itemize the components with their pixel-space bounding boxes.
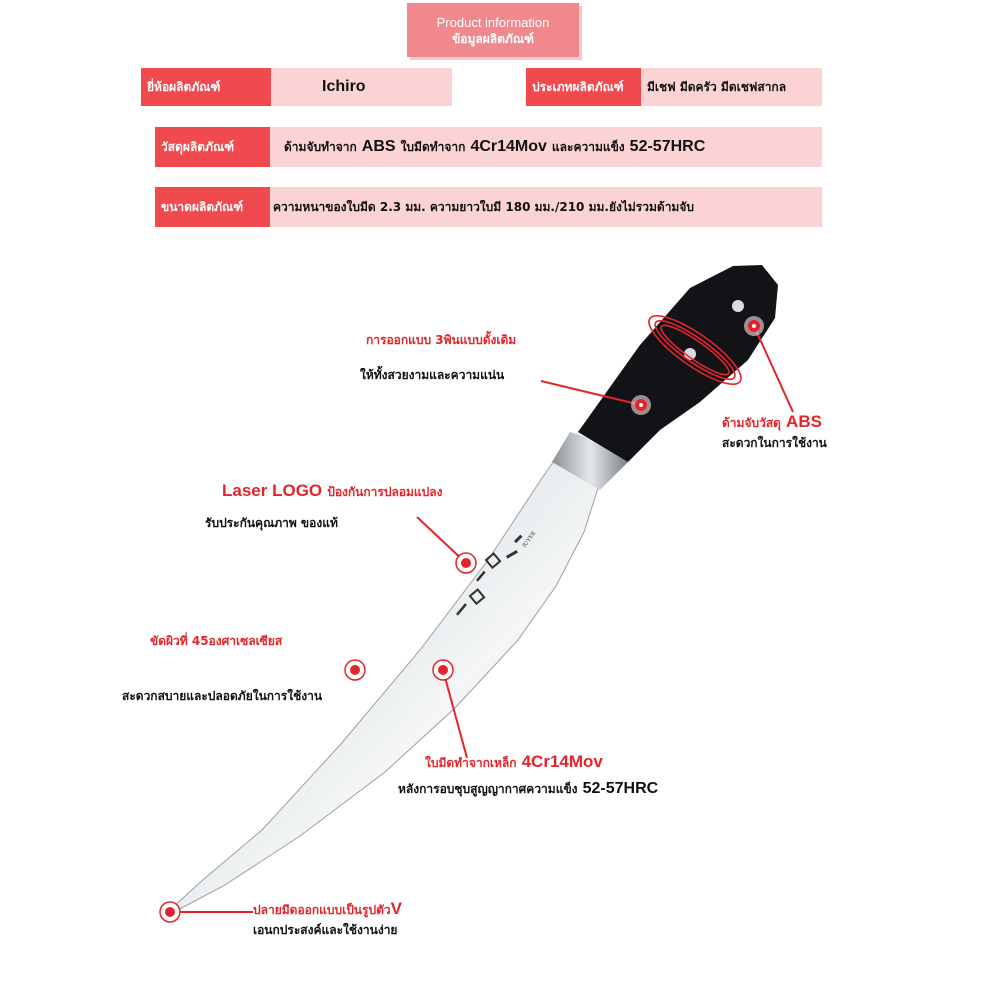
callout-rivets-title: การออกแบบ 3พินแบบดั้งเดิม — [366, 333, 517, 347]
callout-polish: ขัดผิวที่ 45องศาเซลเซียส — [150, 631, 282, 651]
callout-blade-title: ใบมีดทำจากเหล็ก — [425, 756, 517, 770]
callout-blade-desc-wrap: หลังการอบชุบสูญญากาศความแข็ง 52-57HRC — [398, 778, 658, 799]
callout-leaders — [172, 325, 794, 913]
callout-handle-desc: สะดวกในการใช้งาน — [722, 436, 827, 450]
callout-handle-title-en: ABS — [786, 412, 822, 431]
header-title-th: ข้อมูลผลิตภัณฑ์ — [452, 32, 534, 46]
handle-swirl-lines — [648, 315, 742, 385]
callout-blade-title-en: 4Cr14Mov — [521, 752, 603, 771]
handle-rivet — [684, 348, 696, 360]
material-value: ด้ามจับทำจาก ABS ใบมีดทำจาก 4Cr14Mov และ… — [270, 127, 822, 167]
knife-handle — [578, 265, 778, 462]
callout-polish-desc: สะดวกสบายและปลอดภัยในการใช้งาน — [122, 689, 323, 703]
callout-tip-title-en: V — [390, 899, 402, 918]
marker-handle-rivet — [631, 395, 651, 415]
callout-logo: Laser LOGO ป้องกันการปลอมแปลง — [222, 481, 443, 502]
material-part1: ด้ามจับทำจาก — [284, 139, 357, 154]
callout-blade: ใบมีดทำจากเหล็ก 4Cr14Mov — [425, 752, 603, 773]
callout-polish-desc-wrap: สะดวกสบายและปลอดภัยในการใช้งาน — [122, 686, 322, 706]
marker-polish — [344, 659, 366, 681]
material-label: วัสดุผลิตภัณฑ์ — [155, 127, 270, 167]
callout-tip-desc: เอนกประสงค์และใช้งานง่าย — [253, 923, 398, 937]
size-label: ขนาดผลิตภัณฑ์ — [155, 187, 270, 227]
material-hrc: 52-57HRC — [629, 138, 706, 155]
size-value: ความหนาของใบมีด 2.3 มม. ความยาวใบมี 180 … — [270, 187, 822, 227]
brand-value: Ichiro — [271, 68, 452, 106]
material-part3: และความแข็ง — [551, 139, 625, 154]
callout-tip: ปลายมีดออกแบบเป็นรูปตัวV เอนกประสงค์และใ… — [253, 899, 402, 940]
callout-logo-desc: รับประกันคุณภาพ ของแท้ — [205, 516, 338, 530]
product-info-header: Product information ข้อมูลผลิตภัณฑ์ — [407, 3, 579, 57]
handle-rivet — [732, 300, 744, 312]
callout-logo-title-th: ป้องกันการปลอมแปลง — [327, 485, 443, 499]
callout-rivets-desc: ให้ทั้งสวยงามและความแน่น — [360, 368, 505, 382]
marker-logo — [455, 552, 477, 574]
material-steel: 4Cr14Mov — [470, 138, 547, 155]
callout-rivets: การออกแบบ 3พินแบบดั้งเดิม — [366, 330, 516, 350]
type-label: ประเภทผลิตภัณฑ์ — [526, 68, 641, 106]
callout-blade-desc: หลังการอบชุบสูญญากาศความแข็ง — [398, 782, 578, 796]
callout-logo-title-en: Laser LOGO — [222, 481, 323, 500]
marker-handle-abs — [744, 316, 764, 336]
callout-rivets-desc-wrap: ให้ทั้งสวยงามและความแน่น — [360, 365, 504, 385]
type-value: มีเชฟ มีดครัว มีดเชฟสากล — [641, 68, 822, 106]
marker-blade — [432, 659, 454, 681]
brand-label: ยี่ห้อผลิตภัณฑ์ — [141, 68, 271, 106]
callout-polish-title: ขัดผิวที่ 45องศาเซลเซียส — [150, 634, 283, 648]
brand-value-text: Ichiro — [322, 78, 366, 95]
callout-blade-desc-en: 52-57HRC — [582, 780, 659, 797]
material-part2: ใบมีดทำจาก — [400, 139, 466, 154]
callout-handle-title: ด้ามจับวัสดุ — [722, 416, 781, 430]
marker-tip — [159, 901, 181, 923]
callout-handle: ด้ามจับวัสดุ ABS สะดวกในการใช้งาน — [722, 412, 827, 453]
callout-tip-title: ปลายมีดออกแบบเป็นรูปตัว — [253, 903, 391, 917]
laser-logo-engraving — [456, 534, 523, 616]
header-title-en: Product information — [436, 15, 550, 30]
material-abs: ABS — [361, 138, 396, 155]
callout-logo-desc-wrap: รับประกันคุณภาพ ของแท้ — [205, 513, 338, 533]
